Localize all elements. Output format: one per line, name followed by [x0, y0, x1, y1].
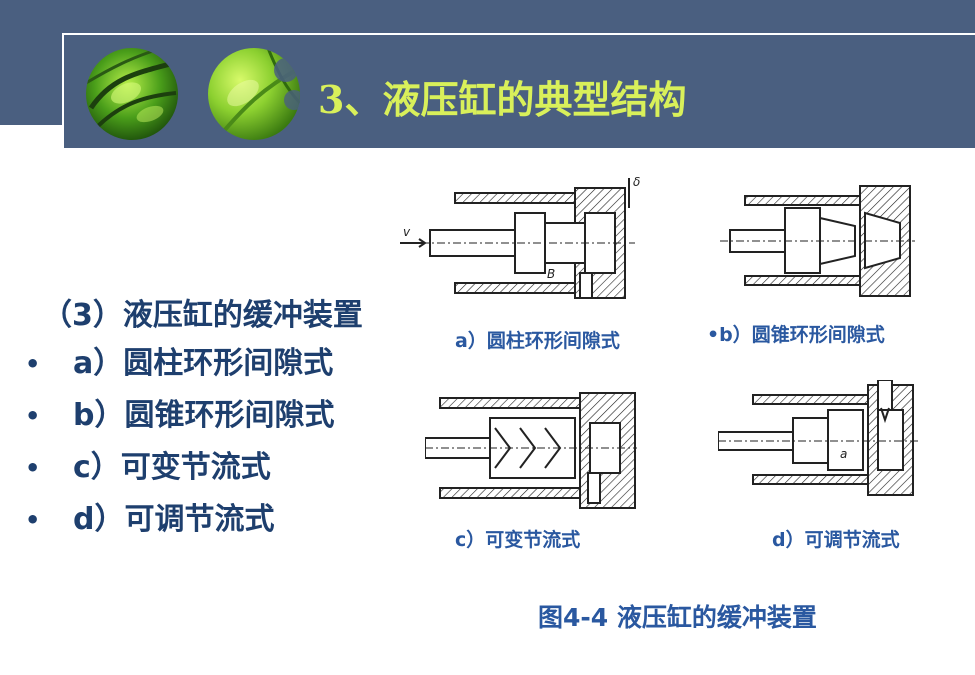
diagram-b-conical-gap: [720, 185, 915, 297]
page-title: 3、液压缸的典型结构: [318, 77, 687, 122]
bullet-icon: •: [25, 454, 41, 482]
caption-b: •b）圆锥环形间隙式: [707, 324, 885, 346]
list-item: • a）圆柱环形间隙式: [25, 340, 334, 392]
list-item-label: b）圆锥环形间隙式: [73, 398, 335, 433]
section-heading: （3）液压缸的缓冲装置: [42, 298, 363, 333]
diagram-c-variable-throttle: [425, 392, 637, 509]
bullet-list: • a）圆柱环形间隙式 • b）圆锥环形间隙式 • c）可变节流式 • d）可调节流式: [25, 340, 334, 548]
bullet-icon: •: [25, 350, 41, 378]
leaf-image-left: [86, 48, 178, 140]
list-item: • c）可变节流式: [25, 444, 334, 496]
leaf-image-right: [208, 48, 300, 140]
list-item: • d）可调节流式: [25, 496, 334, 548]
caption-c: c）可变节流式: [455, 529, 581, 551]
bullet-icon: •: [25, 402, 41, 430]
list-item: • b）圆锥环形间隙式: [25, 392, 334, 444]
delta-label: δ: [633, 175, 640, 189]
diagram-a-cylindrical-gap: v δ B: [400, 175, 640, 299]
caption-d: d）可调节流式: [772, 529, 900, 551]
bullet-icon: •: [25, 506, 41, 534]
caption-a: a）圆柱环形间隙式: [455, 330, 620, 352]
a-label: a: [840, 447, 847, 461]
b-label: B: [547, 267, 555, 281]
figure-caption: 图4-4 液压缸的缓冲装置: [538, 603, 817, 632]
list-item-label: c）可变节流式: [73, 450, 271, 485]
list-item-label: a）圆柱环形间隙式: [73, 346, 334, 381]
velocity-label: v: [403, 225, 411, 239]
diagram-d-adjustable-throttle: a: [718, 380, 918, 496]
list-item-label: d）可调节流式: [73, 502, 275, 537]
